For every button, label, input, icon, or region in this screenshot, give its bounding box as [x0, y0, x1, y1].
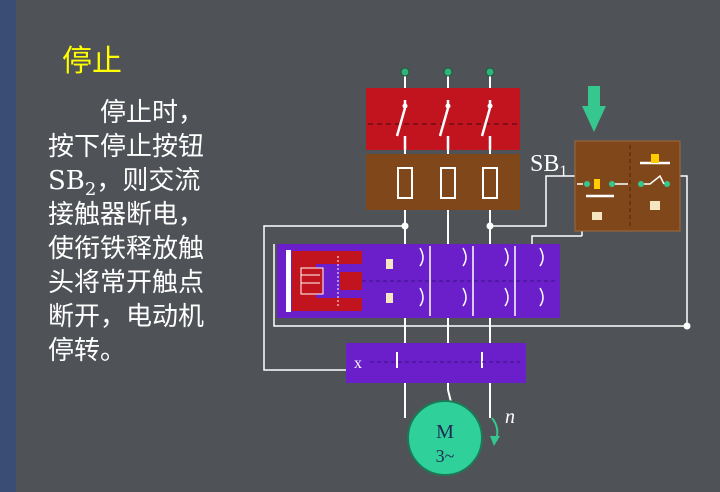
start-button-sb1: [577, 179, 628, 220]
rotation-label: n: [505, 406, 515, 428]
contactor-armature: [286, 250, 362, 312]
text-line-5: 使衔铁释放触: [48, 234, 205, 264]
sb2-label: SB: [48, 166, 85, 196]
supply-terminals: [400, 67, 495, 77]
text-line-1: 停止时，: [100, 98, 205, 128]
thermal-relay: [346, 343, 526, 383]
circuit-breaker: [366, 88, 520, 150]
text-line-3-rest: ，则交流: [96, 166, 201, 196]
rotation-arrow-icon: [490, 417, 500, 446]
stop-button-sb2: [638, 154, 670, 210]
contact-tips: [386, 259, 393, 303]
sb1-label: SB1: [530, 151, 567, 180]
slide-title: 停止: [62, 44, 122, 79]
motor-label: M: [436, 421, 454, 443]
text-line-2: 按下停止按钮: [48, 132, 205, 162]
text-line-8: 停转。: [48, 336, 127, 366]
press-arrow-icon: [582, 86, 606, 132]
coil-x-label: x: [354, 355, 362, 372]
fuses: [397, 167, 498, 199]
motor: [407, 400, 483, 476]
text-line-3: SB2，则交流: [48, 160, 200, 200]
motor-sub-label: 3~: [436, 446, 455, 466]
thermal-elements: [396, 352, 483, 368]
left-accent-bar: [0, 0, 16, 492]
push-button-box: [574, 140, 681, 232]
text-line-4: 接触器断电，: [48, 200, 205, 230]
breaker-contact-dots: [402, 103, 493, 109]
text-line-7: 断开，电动机: [48, 302, 205, 332]
sb2-subscript: 2: [84, 179, 97, 201]
text-line-6: 头将常开触点: [48, 268, 205, 298]
contactor-contacts: [419, 246, 544, 316]
